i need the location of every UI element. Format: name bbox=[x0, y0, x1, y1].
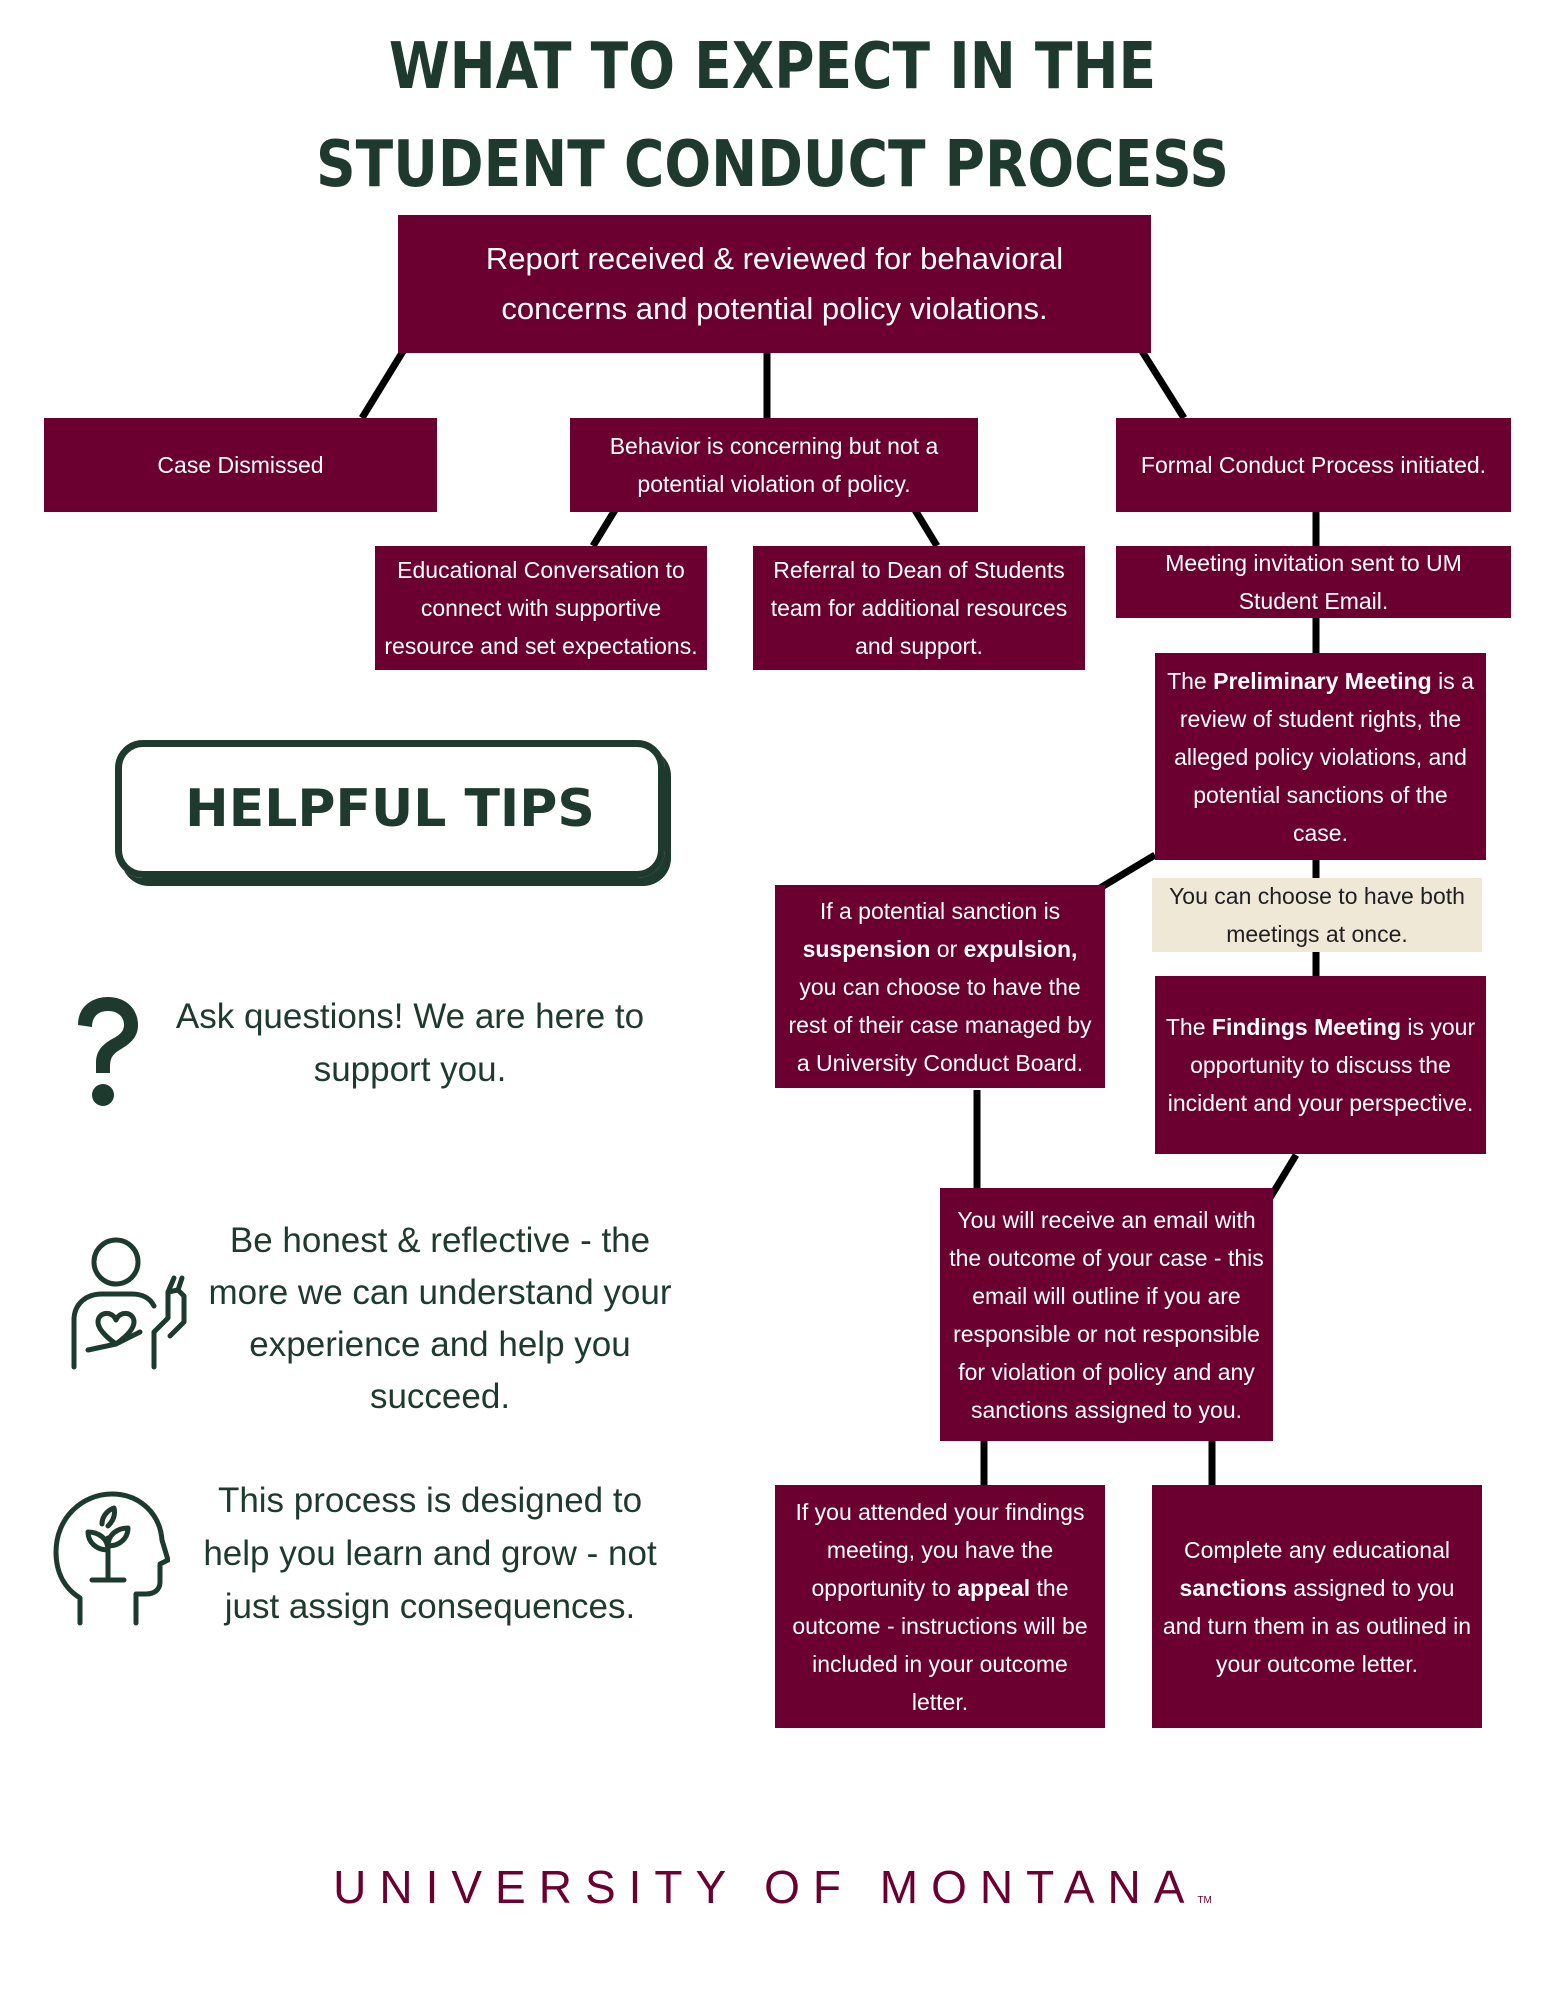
wordmark-text: UNIVERSITY OF MONTANA bbox=[333, 1861, 1198, 1913]
outcome-email-box: You will receive an email with the outco… bbox=[940, 1188, 1273, 1441]
both-meetings-note: You can choose to have both meetings at … bbox=[1152, 878, 1482, 952]
university-wordmark: UNIVERSITY OF MONTANATM bbox=[0, 1860, 1545, 1914]
educational-conversation-text: Educational Conversation to connect with… bbox=[384, 557, 698, 659]
trademark: TM bbox=[1197, 1895, 1212, 1906]
case-dismissed-text: Case Dismissed bbox=[157, 452, 324, 478]
page-title-line-2: STUDENT CONDUCT PROCESS bbox=[316, 128, 1229, 202]
helpful-tips-heading: HELPFUL TIPS bbox=[185, 779, 595, 839]
preliminary-meeting-text: The Preliminary Meeting is a review of s… bbox=[1167, 667, 1474, 846]
connector-preliminary-sanction bbox=[1098, 851, 1157, 892]
connector-findings-outcome bbox=[1267, 1153, 1299, 1200]
behavior-concerning-text: Behavior is concerning but not a potenti… bbox=[609, 433, 939, 497]
appeal-text: If you attended your findings meeting, y… bbox=[792, 1498, 1088, 1715]
suspension-expulsion-text: If a potential sanction is suspension or… bbox=[788, 897, 1092, 1076]
tip-be-honest: Be honest & reflective - the more we can… bbox=[208, 1221, 672, 1416]
complete-sanctions-box: Complete any educational sanctions assig… bbox=[1152, 1485, 1482, 1728]
connector-report-dismissed bbox=[359, 346, 408, 420]
suspension-expulsion-box: If a potential sanction is suspension or… bbox=[775, 885, 1105, 1088]
preliminary-meeting-box: The Preliminary Meeting is a review of s… bbox=[1155, 653, 1486, 860]
person-heart-icon bbox=[71, 1237, 187, 1370]
formal-process-box: Formal Conduct Process initiated. bbox=[1116, 418, 1511, 512]
formal-process-text: Formal Conduct Process initiated. bbox=[1140, 452, 1487, 478]
outcome-email-text: You will receive an email with the outco… bbox=[949, 1206, 1264, 1423]
referral-dean-text: Referral to Dean of Students team for ad… bbox=[770, 557, 1068, 659]
findings-meeting-text: The Findings Meeting is your opportunity… bbox=[1165, 1014, 1476, 1116]
report-received-box: Report received & reviewed for behaviora… bbox=[398, 215, 1151, 353]
tip-ask-questions: Ask questions! We are here to support yo… bbox=[175, 997, 645, 1089]
helpful-tips-banner: HELPFUL TIPS bbox=[115, 740, 665, 878]
both-meetings-text: You can choose to have both meetings at … bbox=[1169, 883, 1465, 947]
question-mark-icon bbox=[78, 997, 138, 1106]
behavior-concerning-box: Behavior is concerning but not a potenti… bbox=[570, 418, 978, 512]
meeting-invitation-box: Meeting invitation sent to UM Student Em… bbox=[1116, 546, 1511, 618]
findings-meeting-box: The Findings Meeting is your opportunity… bbox=[1155, 976, 1486, 1154]
complete-sanctions-text: Complete any educational sanctions assig… bbox=[1162, 1536, 1472, 1677]
appeal-box: If you attended your findings meeting, y… bbox=[775, 1485, 1105, 1728]
meeting-invitation-text: Meeting invitation sent to UM Student Em… bbox=[1165, 550, 1462, 614]
connector-concerning-educational bbox=[590, 508, 618, 548]
case-dismissed-box: Case Dismissed bbox=[44, 418, 437, 512]
tip-learn-grow: This process is designed to help you lea… bbox=[203, 1481, 657, 1626]
educational-conversation-box: Educational Conversation to connect with… bbox=[375, 546, 707, 670]
head-sprout-icon bbox=[53, 1491, 170, 1626]
report-received-text: Report received & reviewed for behaviora… bbox=[485, 241, 1064, 326]
connector-report-formal bbox=[1137, 346, 1187, 420]
page-title-line-1: WHAT TO EXPECT IN THE bbox=[388, 30, 1157, 104]
referral-dean-box: Referral to Dean of Students team for ad… bbox=[753, 546, 1085, 670]
connector-concerning-referral bbox=[912, 508, 940, 548]
